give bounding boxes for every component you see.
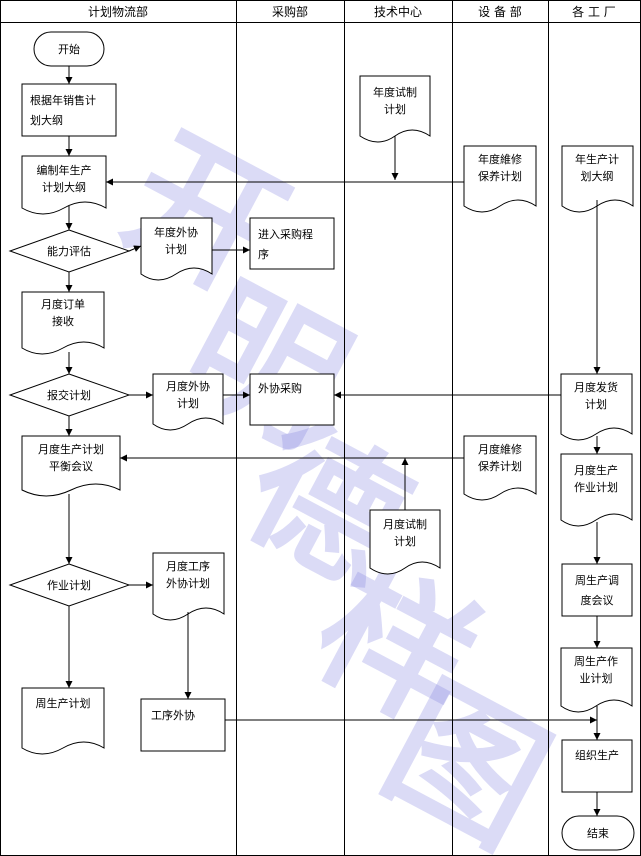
monthly-trial-label-1: 月度试制 xyxy=(383,517,427,531)
lane-title-equipment: 设 备 部 xyxy=(478,4,522,19)
annual-outsource-label-1: 年度外协 xyxy=(154,225,198,239)
monthly-process-outsource-label-2: 外协计划 xyxy=(166,576,210,590)
weekly-production-doc xyxy=(21,687,105,755)
outsource-purchase-label: 外协采购 xyxy=(258,381,302,395)
capacity-label: 能力评估 xyxy=(47,244,91,258)
monthly-order-label-2: 接收 xyxy=(52,314,74,328)
monthly-outsource-label-2: 计划 xyxy=(177,397,199,410)
annual-trial-label-1: 年度试制 xyxy=(373,85,417,99)
annual-outsource-label-2: 计划 xyxy=(165,243,187,256)
monthly-trial-label-2: 计划 xyxy=(394,535,416,548)
factory-monthly-label-2: 作业计划 xyxy=(574,481,618,494)
lane-title-planning: 计划物流部 xyxy=(88,4,148,19)
monthly-outsource-doc xyxy=(152,373,224,431)
submit-plan-label: 报交计划 xyxy=(47,388,91,402)
end-terminator xyxy=(561,815,635,851)
weekly-meeting-label-2: 度会议 xyxy=(581,593,614,607)
start-label: 开始 xyxy=(58,42,80,56)
purchase-process-label-2: 序 xyxy=(258,247,269,261)
annual-maintenance-label-1: 年度維修 xyxy=(478,152,522,166)
monthly-order-doc xyxy=(21,291,105,355)
monthly-balance-label-2: 平衡会议 xyxy=(49,460,93,473)
annual-production-label-1: 编制年生产 xyxy=(37,163,92,177)
factory-annual-label-1: 年生产计 xyxy=(575,152,619,166)
annual-maintenance-label-2: 保养计划 xyxy=(478,169,522,183)
monthly-order-label-1: 月度订单 xyxy=(41,297,85,311)
annual-outsource-doc xyxy=(140,217,213,281)
monthly-delivery-label-1: 月度发货 xyxy=(574,380,618,394)
annual-trial-label-2: 计划 xyxy=(384,103,406,116)
purchase-process-label-1: 进入采购程 xyxy=(258,227,313,241)
annual-production-label-2: 计划大纲 xyxy=(42,180,86,194)
process-outsource-box xyxy=(140,698,226,752)
plan-sales-label-1: 根据年销售计 xyxy=(30,93,96,107)
annual-production-doc xyxy=(21,155,107,215)
factory-monthly-doc xyxy=(560,453,633,527)
monthly-trial-doc xyxy=(369,509,441,575)
monthly-maintenance-doc xyxy=(463,435,537,501)
process-outsource-label: 工序外协 xyxy=(151,708,195,722)
weekly-meeting-box xyxy=(561,563,633,617)
monthly-process-outsource-label-1: 月度工序 xyxy=(166,559,210,573)
lane-title-factories: 各 工 厂 xyxy=(572,4,616,19)
monthly-maintenance-label-1: 月度維修 xyxy=(478,442,522,456)
connectors xyxy=(65,66,601,816)
lane-title-purchasing: 采购部 xyxy=(272,4,308,19)
weekly-work-doc xyxy=(560,647,633,713)
monthly-outsource-label-1: 月度外协 xyxy=(166,379,210,393)
factory-monthly-label-1: 月度生产 xyxy=(574,463,618,477)
lane-headers: 计划物流部 采购部 技术中心 设 备 部 各 工 厂 xyxy=(88,4,616,19)
annual-maintenance-doc xyxy=(463,145,537,213)
weekly-work-label-2: 业计划 xyxy=(580,672,613,685)
annual-trial-doc xyxy=(359,75,431,143)
plan-sales-label-2: 划大纲 xyxy=(30,113,63,127)
monthly-balance-doc xyxy=(21,435,121,497)
plan-sales-box xyxy=(21,83,117,137)
organize-production-label: 组织生产 xyxy=(575,748,619,762)
monthly-delivery-doc xyxy=(560,373,633,441)
monthly-delivery-label-2: 计划 xyxy=(585,398,607,411)
lane-title-tech-center: 技术中心 xyxy=(374,4,422,19)
organize-production-box xyxy=(561,739,633,793)
outsource-purchase-box xyxy=(249,373,335,426)
work-plan-label: 作业计划 xyxy=(47,579,91,592)
arrow-capacity-to-outsource xyxy=(128,245,142,252)
factory-annual-label-2: 划大纲 xyxy=(581,169,614,183)
purchase-process-box xyxy=(249,217,335,270)
monthly-maintenance-label-2: 保养计划 xyxy=(478,459,522,473)
weekly-work-label-1: 周生产作 xyxy=(574,654,618,668)
weekly-production-label: 周生产计划 xyxy=(36,696,91,710)
monthly-balance-label-1: 月度生产计划 xyxy=(38,442,104,456)
end-label: 结束 xyxy=(587,827,609,840)
weekly-meeting-label-1: 周生产调 xyxy=(575,573,619,587)
